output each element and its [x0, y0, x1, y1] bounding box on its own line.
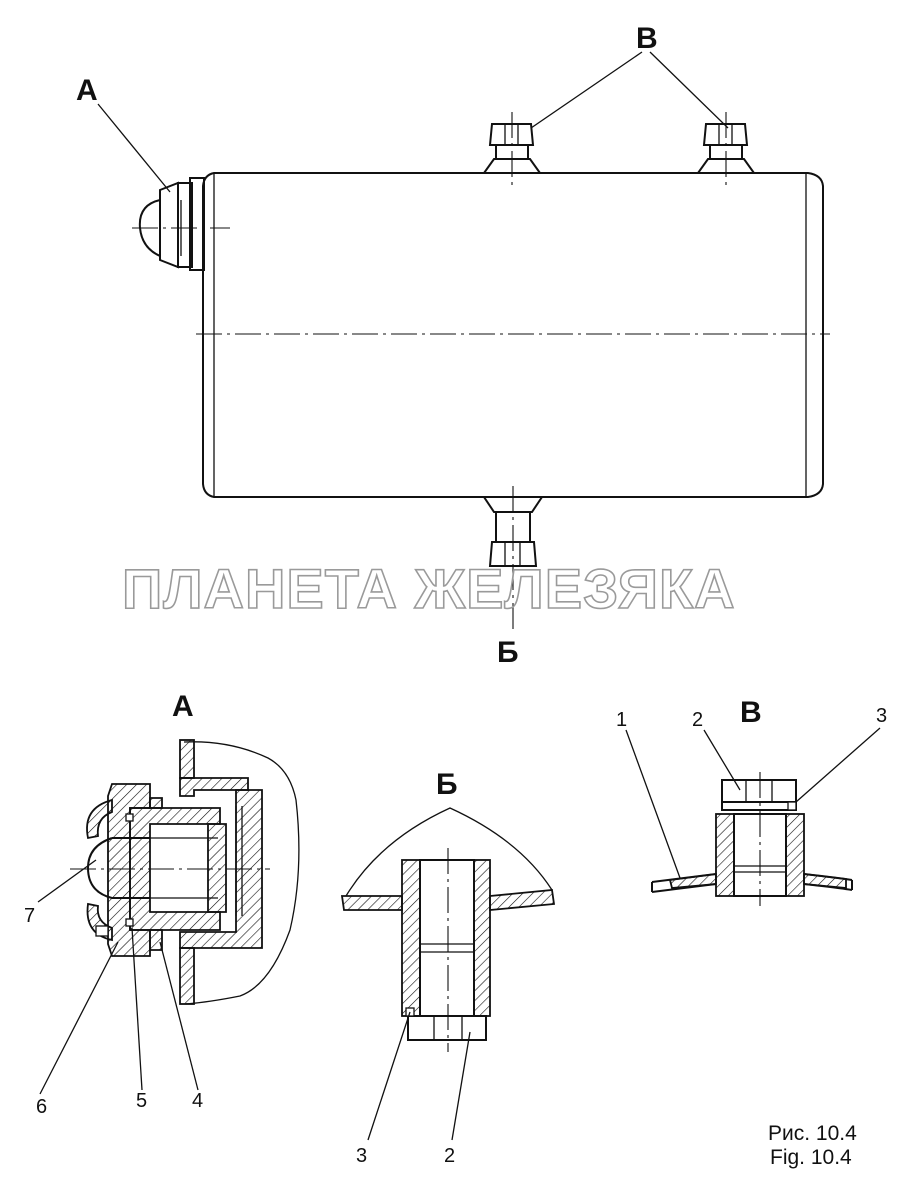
- fitting-v-right: [696, 112, 756, 188]
- callout-a-6: 6: [36, 1096, 47, 1118]
- callout-a-7: 7: [24, 905, 35, 927]
- callout-v-2: 2: [692, 709, 703, 731]
- tank-main-view: [97, 51, 830, 630]
- callout-b-2: 2: [444, 1145, 455, 1167]
- callout-v-1: 1: [616, 709, 627, 731]
- fitting-b: [482, 486, 544, 630]
- callout-a-5: 5: [136, 1090, 147, 1112]
- label-b-section: Б: [436, 768, 458, 801]
- label-v-main: В: [636, 22, 658, 55]
- label-a-section: А: [172, 690, 194, 723]
- fitting-a: [132, 177, 230, 271]
- section-a: [37, 739, 300, 1095]
- callout-v-3: 3: [876, 705, 887, 727]
- label-a-main: А: [76, 74, 98, 107]
- watermark: ПЛАНЕТА ЖЕЛЕЗЯКА: [122, 557, 736, 620]
- label-v-section: В: [740, 696, 762, 729]
- figure-caption-ru: Рис. 10.4: [768, 1122, 857, 1145]
- callout-b-3: 3: [356, 1145, 367, 1167]
- callout-a-4: 4: [192, 1090, 203, 1112]
- section-b: [340, 807, 556, 1141]
- figure-caption-en: Fig. 10.4: [770, 1146, 852, 1169]
- label-b-main: Б: [497, 636, 519, 669]
- fitting-v-left: [482, 112, 542, 188]
- section-v: [625, 727, 881, 906]
